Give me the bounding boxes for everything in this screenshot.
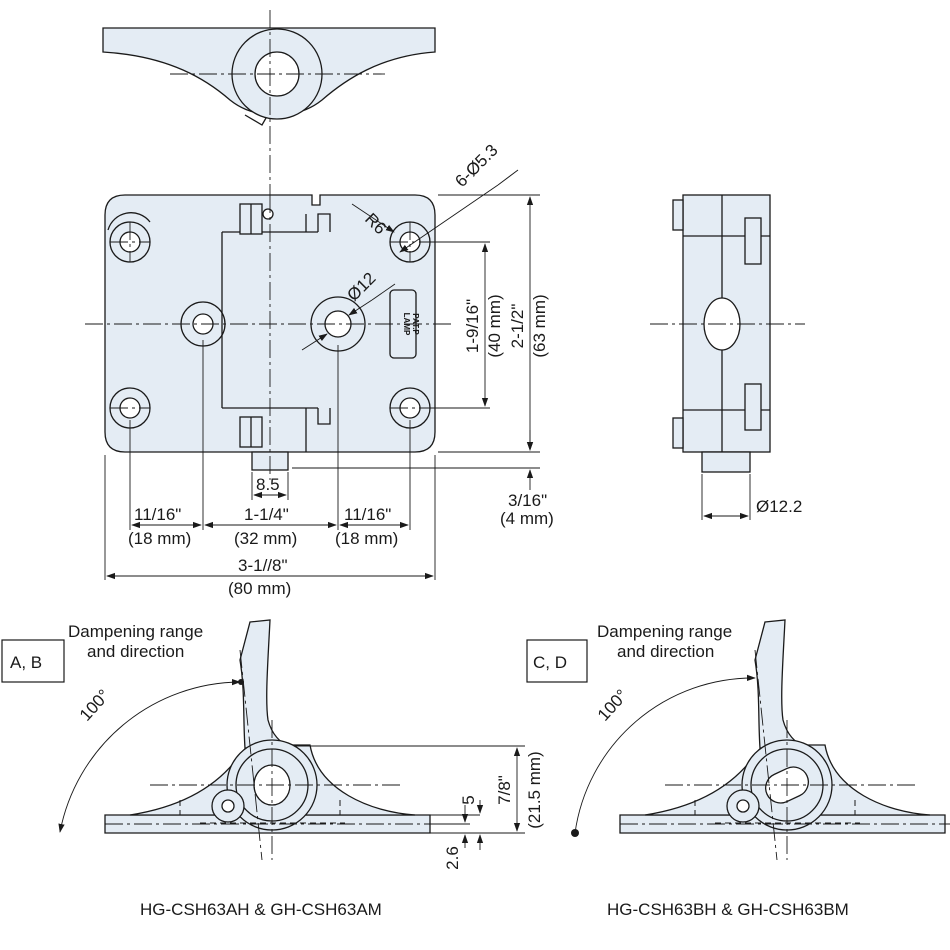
boss-width: 8.5	[256, 475, 280, 494]
total-width-mm: (80 mm)	[228, 579, 291, 598]
view-cd-note-1: Dampening range	[597, 622, 732, 641]
view-ab-angle: 100°	[76, 686, 114, 725]
hole-pitch-inch: 1-9/16"	[463, 299, 482, 353]
view-ab-tag: A, B	[10, 653, 42, 672]
front-view: LAMP PAT.P	[85, 194, 455, 480]
right-offset-inch: 11/16"	[344, 505, 391, 524]
boss-height-mm: (4 mm)	[500, 509, 554, 528]
top-view	[102, 10, 436, 195]
center-span-inch: 1-1/4"	[244, 505, 289, 524]
view-ab-note-1: Dampening range	[68, 622, 203, 641]
total-width-inch: 3-1//8"	[238, 556, 288, 575]
boss-height-inch: 3/16"	[508, 491, 547, 510]
view-cd-tag: C, D	[533, 653, 567, 672]
left-offset-mm: (18 mm)	[128, 529, 191, 548]
height-inch: 2-1/2"	[508, 304, 527, 349]
side-view: Ø12.2	[650, 194, 805, 520]
holes-callout: 6-Ø5.3	[451, 141, 501, 191]
boss-diameter: Ø12.2	[756, 497, 802, 516]
view-cd-caption: HG-CSH63BH & GH-CSH63BM	[607, 900, 849, 919]
view-cd: C, D Dampening range and direction 100° …	[526, 619, 950, 919]
view-cd-note-2: and direction	[617, 642, 714, 661]
right-offset-mm: (18 mm)	[335, 529, 398, 548]
view-ab-caption: HG-CSH63AH & GH-CSH63AM	[140, 900, 382, 919]
hole-pitch-mm: (40 mm)	[485, 294, 504, 357]
base-offset: 2.6	[443, 846, 462, 870]
arm-height-mm: (21.5 mm)	[525, 751, 544, 828]
view-ab: A, B Dampening range and direction 100° …	[1, 619, 544, 919]
left-offset-inch: 11/16"	[134, 505, 181, 524]
arm-height-inch: 7/8"	[495, 775, 514, 805]
center-span-mm: (32 mm)	[234, 529, 297, 548]
view-ab-note-2: and direction	[87, 642, 184, 661]
plate-thickness: 5	[459, 795, 478, 804]
view-cd-angle: 100°	[594, 686, 632, 725]
height-mm: (63 mm)	[530, 294, 549, 357]
